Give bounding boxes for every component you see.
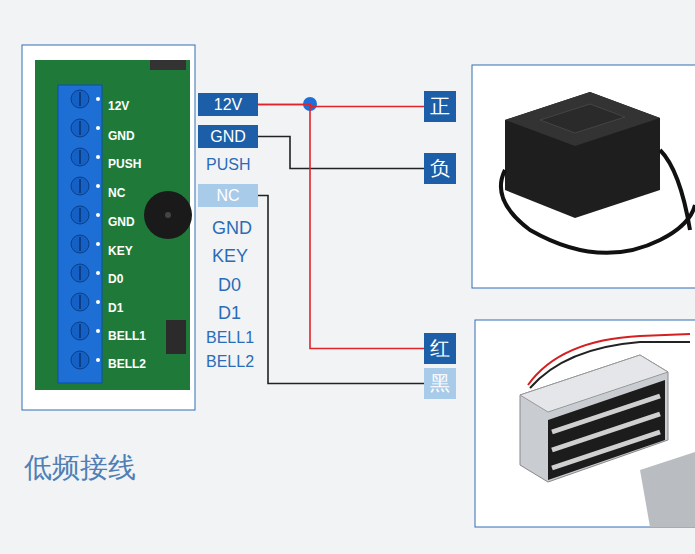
terminal-block — [58, 85, 102, 383]
screw-slot — [79, 266, 81, 280]
board-frame — [22, 45, 195, 410]
lock-plates — [552, 396, 660, 468]
screw-slot — [79, 121, 81, 135]
pad — [96, 213, 100, 217]
screw — [71, 322, 89, 340]
screw-slot — [79, 208, 81, 222]
signal-name: BELL1 — [206, 330, 254, 346]
terminal-screws — [71, 90, 100, 369]
pin-label: GND — [108, 216, 135, 228]
pin-label: 12V — [108, 100, 129, 112]
pin-label: KEY — [108, 245, 133, 257]
signal-name: KEY — [212, 247, 248, 265]
box-text: 红 — [430, 335, 450, 362]
screw-slot — [79, 353, 81, 367]
label-box: 12V — [198, 93, 258, 116]
box-text: NC — [216, 187, 239, 205]
adapter-ridge — [540, 104, 625, 133]
screw — [71, 119, 89, 137]
wire — [258, 105, 424, 107]
screw — [71, 206, 89, 224]
pin-label: BELL2 — [108, 358, 146, 370]
caption: 低频接线 — [24, 454, 136, 482]
screw-slot — [79, 324, 81, 338]
box-text: GND — [210, 128, 246, 146]
pin-label: GND — [108, 130, 135, 142]
pad — [96, 242, 100, 246]
magnetic-lock — [520, 355, 668, 482]
signal-name: BELL2 — [206, 354, 254, 370]
wire — [258, 137, 424, 169]
screw — [71, 177, 89, 195]
box-text: 12V — [214, 96, 242, 114]
label-box: 黑 — [424, 368, 456, 399]
pin-label: D0 — [108, 273, 123, 285]
header — [166, 320, 186, 354]
screw-slot — [79, 150, 81, 164]
screw-slot — [79, 295, 81, 309]
pad — [96, 329, 100, 333]
buzzer — [144, 191, 192, 239]
power-adapter — [505, 92, 660, 218]
pad — [96, 155, 100, 159]
screw — [71, 293, 89, 311]
pad — [96, 358, 100, 362]
label-box: GND — [198, 125, 258, 148]
screw — [71, 264, 89, 282]
pad — [96, 184, 100, 188]
box-text: 黑 — [430, 370, 450, 397]
wire — [258, 196, 424, 384]
label-box: 负 — [424, 153, 456, 184]
signal-name: PUSH — [206, 157, 250, 173]
screw — [71, 90, 89, 108]
pin-label: D1 — [108, 302, 123, 314]
signal-name: D1 — [218, 304, 241, 322]
label-box: 正 — [424, 91, 456, 122]
screw-slot — [79, 179, 81, 193]
pin-label: PUSH — [108, 158, 141, 170]
signal-name: D0 — [218, 276, 241, 294]
adapter-cable — [501, 170, 695, 253]
pin-label: BELL1 — [108, 330, 146, 342]
lock-face — [548, 380, 665, 480]
wire — [258, 105, 424, 349]
buzzer-hole — [165, 212, 171, 218]
adapter-cable — [660, 150, 690, 230]
label-box: NC — [198, 184, 258, 207]
screw — [71, 351, 89, 369]
screw-slot — [79, 92, 81, 106]
pin-label: NC — [108, 187, 125, 199]
adapter-top — [505, 92, 660, 146]
pad — [96, 300, 100, 304]
label-box: 红 — [424, 333, 456, 364]
box-text: 负 — [430, 155, 450, 182]
pad — [96, 271, 100, 275]
armature-plate — [640, 452, 695, 527]
pad — [96, 97, 100, 101]
screw-slot — [79, 237, 81, 251]
signal-name: GND — [212, 219, 252, 237]
lock-frame — [475, 320, 695, 527]
screw — [71, 148, 89, 166]
screw — [71, 235, 89, 253]
adapter-frame — [472, 65, 695, 288]
connector — [150, 60, 186, 70]
pad — [96, 126, 100, 130]
box-text: 正 — [430, 93, 450, 120]
